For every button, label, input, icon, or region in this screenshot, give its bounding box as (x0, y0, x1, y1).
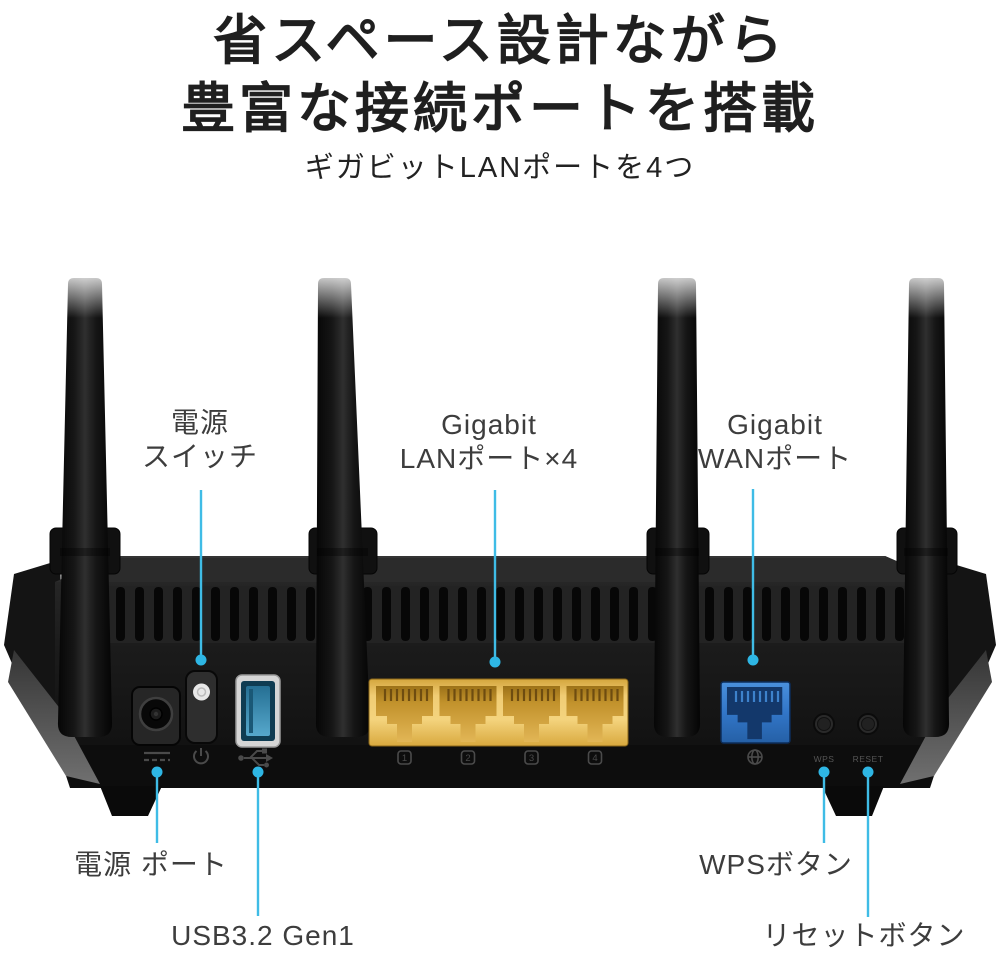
callout-wan-line2: WANポート (697, 443, 853, 474)
antenna-4 (902, 278, 950, 737)
callout-lan: Gigabit LANポート×4 (400, 408, 578, 476)
callout-wps: WPSボタン (699, 849, 853, 880)
page-title-line1: 省スペース設計ながら (213, 11, 787, 71)
reset-print: RESET (853, 754, 884, 764)
callout-wan-line1: Gigabit (727, 409, 823, 440)
callout-lan-line1: Gigabit (441, 409, 537, 440)
reset-button (857, 713, 879, 735)
callout-power-switch-line2: スイッチ (141, 441, 259, 472)
wps-button (813, 713, 835, 735)
lan-number-1: 1 (402, 753, 407, 764)
left-foot (100, 786, 162, 816)
globe-icon (747, 749, 763, 765)
power-icon (193, 748, 209, 765)
wan-port (720, 681, 791, 744)
dc-icon (144, 751, 170, 762)
antennas (57, 278, 950, 737)
right-foot (822, 786, 884, 816)
callout-usb: USB3.2 Gen1 (171, 920, 355, 951)
power-jack (131, 686, 181, 746)
callout-power-switch-line1: 電源 (170, 407, 230, 438)
callout-lan-line2: LANポート×4 (399, 443, 579, 474)
top-fade (0, 266, 1000, 318)
lan-ports (368, 678, 629, 747)
callout-power-switch: 電源 スイッチ (142, 406, 258, 474)
antenna-3 (653, 278, 701, 737)
usb-trident-icon (238, 748, 273, 768)
page-subtitle: ギガビットLANポートを4つ (304, 152, 696, 184)
power-switch (185, 670, 218, 744)
left-wing-facet (8, 650, 100, 784)
antenna-1 (57, 278, 113, 737)
vent-slots (92, 586, 908, 643)
usb-port (235, 674, 281, 748)
ports (131, 670, 879, 748)
lan-number-2: 2 (465, 753, 470, 764)
page-title-line2: 豊富な接続ポートを搭載 (181, 79, 819, 139)
callout-reset: リセットボタン (762, 920, 966, 951)
port-prints: 1 2 3 4 WPS RESET (144, 748, 883, 768)
lan-number-4: 4 (592, 753, 597, 764)
lan-number-icons: 1 2 3 4 (397, 750, 603, 765)
leader-lines (155, 489, 870, 917)
callout-power-port: 電源 ポート (74, 849, 228, 880)
lan-number-3: 3 (529, 753, 534, 764)
wps-print: WPS (814, 754, 835, 764)
leader-dots (151, 654, 874, 778)
callout-wan: Gigabit WANポート (698, 408, 852, 476)
antenna-2 (315, 278, 371, 737)
